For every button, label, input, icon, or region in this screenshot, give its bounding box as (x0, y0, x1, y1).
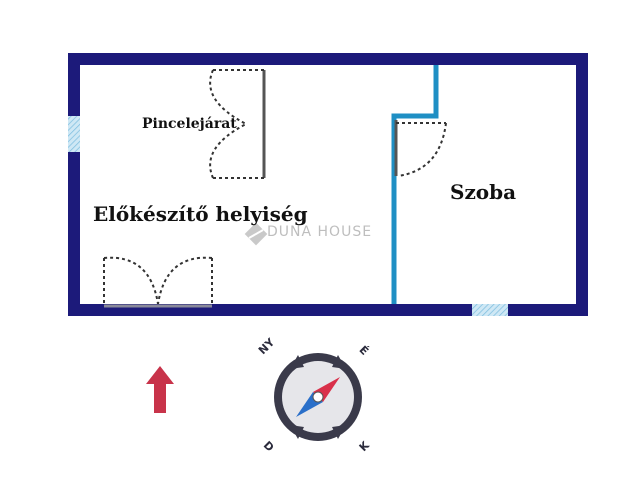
partition-wall (391, 65, 439, 304)
watermark: DUNA HOUSE (243, 224, 372, 240)
window-left (68, 116, 80, 152)
watermark-text: DUNA HOUSE (267, 224, 373, 240)
outer-wall-left (68, 53, 80, 316)
room-label: Szoba (450, 180, 517, 204)
preparation-room-label: Előkészítő helyiség (93, 202, 308, 226)
entrance-door (103, 256, 213, 308)
up-arrow-icon (146, 366, 174, 413)
outer-wall-top (68, 53, 588, 65)
window-bottom (472, 304, 508, 316)
cellar-entrance-label: Pincelejárat (142, 116, 237, 132)
cellar-door (209, 69, 266, 179)
outer-wall-right (576, 53, 588, 316)
compass-icon (274, 353, 362, 441)
room-door (394, 120, 447, 177)
